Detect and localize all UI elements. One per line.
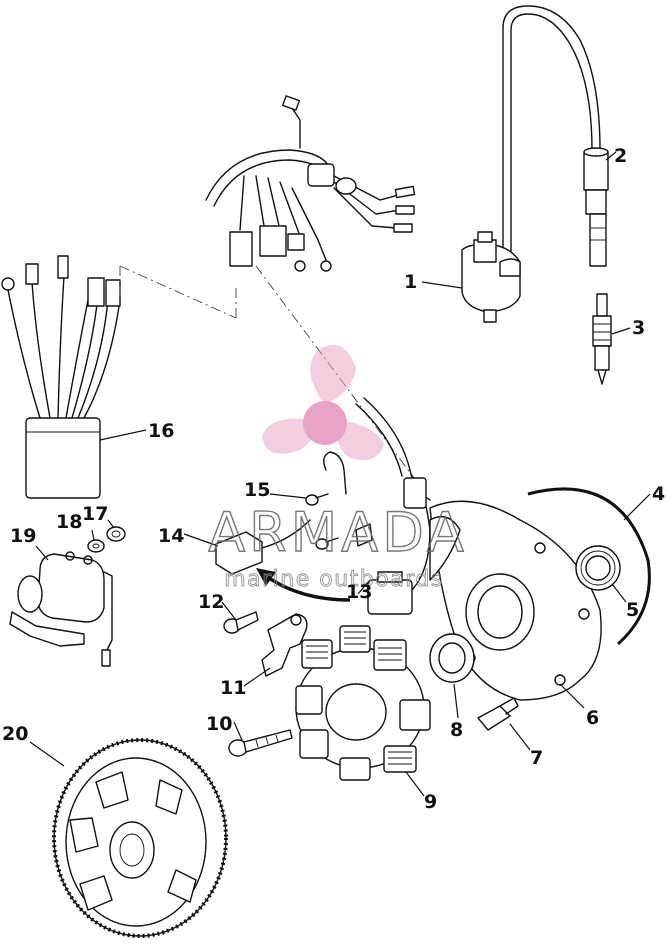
part-17-nut bbox=[106, 526, 126, 542]
watermark-tagline: marine outboards bbox=[224, 567, 444, 592]
part-12-screw bbox=[223, 611, 259, 634]
part-20-flywheel bbox=[52, 738, 228, 938]
part-8-oil-seal bbox=[429, 633, 475, 683]
callout-2: 2 bbox=[614, 145, 627, 167]
callout-8: 8 bbox=[450, 719, 463, 741]
part-1-ignition-coil bbox=[461, 231, 521, 323]
part-5-bearing bbox=[575, 545, 621, 591]
callout-3: 3 bbox=[632, 317, 645, 339]
callout-6: 6 bbox=[586, 707, 599, 729]
part-16-cdi-unit bbox=[1, 255, 237, 499]
part-11-clamp bbox=[261, 613, 308, 677]
callout-12: 12 bbox=[198, 591, 224, 613]
assembly-arrow bbox=[256, 568, 351, 602]
callout-15: 15 bbox=[244, 479, 270, 501]
part-3-spark-plug bbox=[592, 293, 612, 385]
callout-10: 10 bbox=[206, 713, 232, 735]
callout-1: 1 bbox=[404, 271, 417, 293]
watermark-brand: ARMADA bbox=[208, 501, 468, 564]
callout-18: 18 bbox=[56, 511, 82, 533]
callout-17: 17 bbox=[82, 503, 108, 525]
callout-14: 14 bbox=[158, 525, 184, 547]
part-13-pulser-coil bbox=[355, 485, 431, 615]
part-9-stator bbox=[295, 625, 431, 781]
part-10-screw bbox=[228, 729, 293, 757]
armada-watermark: ARMADA marine outboards bbox=[208, 344, 468, 592]
pulser-lead bbox=[355, 397, 431, 509]
part-7-bolt bbox=[477, 697, 519, 731]
callout-20: 20 bbox=[2, 723, 28, 745]
leader-lines bbox=[29, 151, 651, 797]
callout-labels: 1 2 3 4 5 6 7 8 9 10 11 12 13 14 15 16 1… bbox=[2, 145, 665, 813]
propeller-logo bbox=[262, 344, 384, 461]
callout-9: 9 bbox=[424, 791, 437, 813]
wire-harness bbox=[205, 95, 421, 487]
callout-19: 19 bbox=[10, 525, 36, 547]
callout-16: 16 bbox=[148, 420, 174, 442]
callout-7: 7 bbox=[530, 747, 543, 769]
part-19-relay bbox=[9, 551, 113, 667]
part-4-o-ring bbox=[527, 487, 651, 646]
callout-11: 11 bbox=[220, 677, 246, 699]
part-18-washer bbox=[87, 539, 105, 553]
callout-13: 13 bbox=[346, 581, 372, 603]
part-2-plug-cap bbox=[502, 5, 609, 267]
part-14-pulser-coil bbox=[215, 519, 311, 575]
callout-4: 4 bbox=[652, 483, 665, 505]
callout-5: 5 bbox=[626, 599, 639, 621]
part-15-screws bbox=[305, 451, 347, 550]
